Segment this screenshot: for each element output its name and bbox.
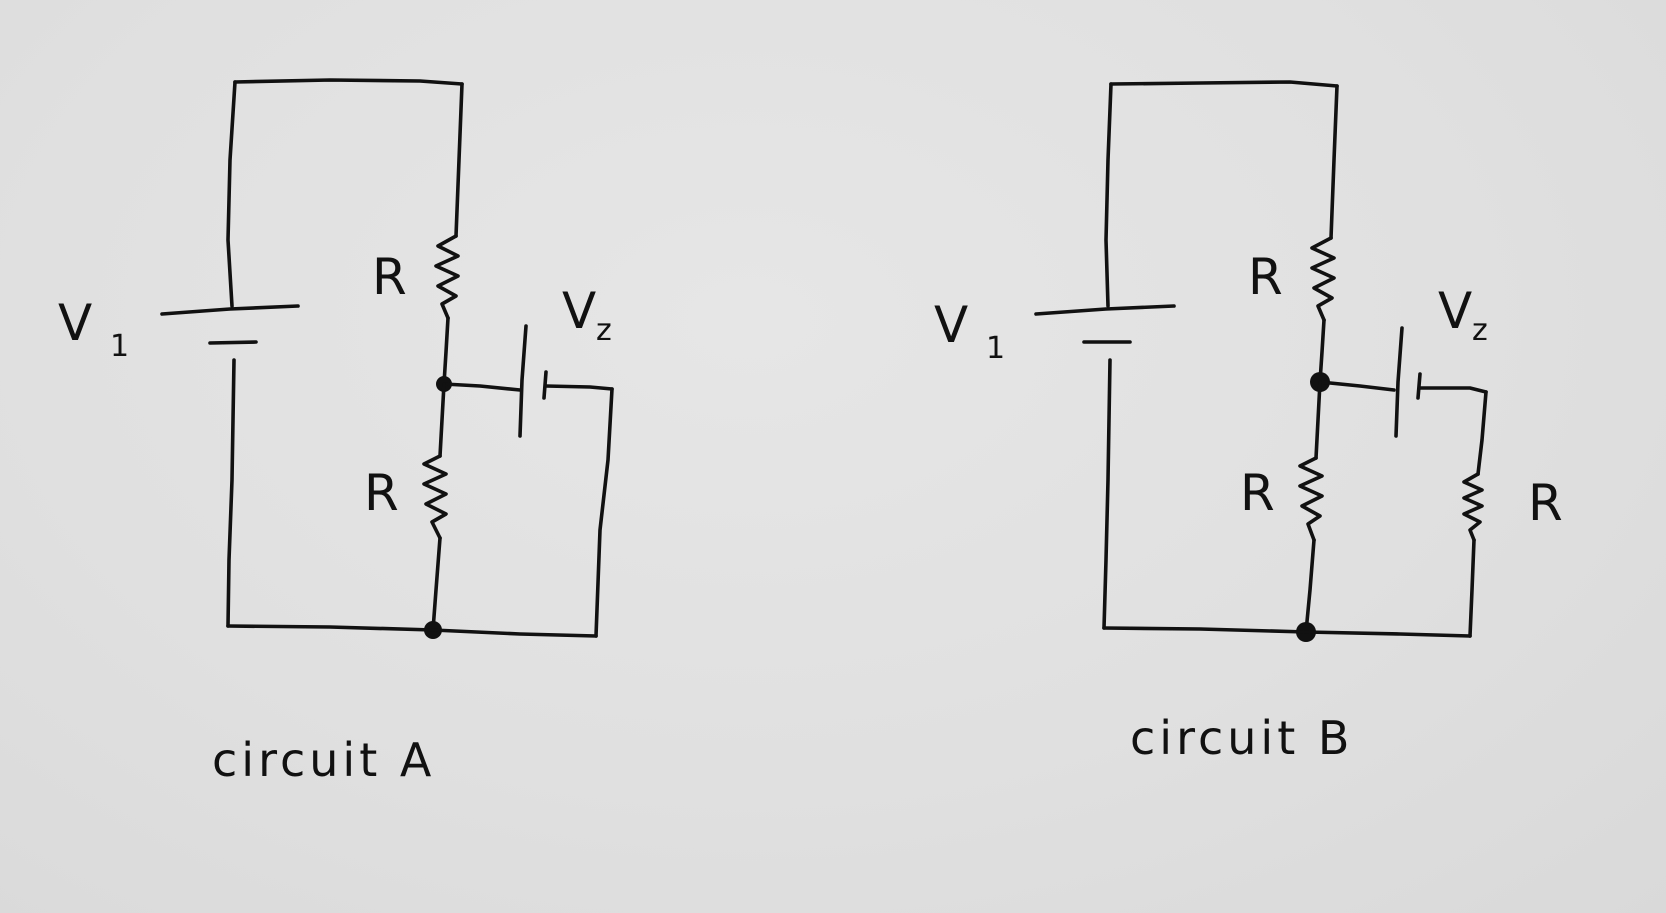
circuit-b-right-branch-upper [1476,390,1488,476]
circuit-b-resistor-bottom [1298,456,1324,542]
circuit-b-resistor-top [1310,236,1336,322]
circuit-b-r-bottom-label: R [1240,464,1275,522]
circuit-b-left-wire-upper [1104,82,1113,308]
circuit-a-r-top-label: R [372,248,407,306]
circuit-a-top-wire [233,78,464,86]
circuit-a-right-branch [594,387,614,638]
circuit-b-top-wire [1109,80,1339,88]
circuit-a-wire-vz-right [544,384,614,391]
circuit-b-resistor-load [1462,472,1484,542]
circuit-a-wire-node-down [438,382,446,458]
circuit-b-wire-node-down [1314,380,1322,460]
circuit-a-wire-node-to-vz [442,382,522,392]
circuit-b-vz-subscript: z [1472,313,1488,348]
circuit-a-v1-subscript: 1 [110,329,129,364]
circuit-a: V 1 V z R R circuit A [58,78,614,787]
circuit-b-right-wire-upper [1329,84,1339,240]
circuit-a-caption: circuit A [212,733,435,787]
circuit-b-v1-label: V [934,296,968,354]
circuit-a-v1-label: V [58,294,92,352]
circuit-b-bottom-wire [1102,626,1472,638]
circuit-b-vz-long-plate [1394,326,1404,438]
circuit-b-wire-vz-right [1418,386,1488,394]
circuit-a-wire-to-bottom-node [431,536,442,632]
circuit-a-wire-to-node [442,316,450,386]
circuit-b-wire-to-bottom-node [1304,538,1316,634]
circuit-a-resistor-bottom [422,454,448,540]
circuit-b-r-load-label: R [1528,474,1563,532]
circuit-a-bottom-wire [226,624,598,638]
circuit-a-vz-label: V [562,282,596,340]
circuit-b-wire-node-to-vz [1318,380,1396,392]
circuit-a-r-bottom-label: R [364,464,399,522]
circuit-a-vz-long-plate [518,324,528,438]
circuit-b-caption: circuit B [1130,711,1353,765]
circuit-a-battery-long-plate [160,304,300,316]
circuit-a-right-wire-upper [454,82,464,238]
circuit-b-v1-subscript: 1 [986,331,1005,366]
circuit-b-right-branch-lower [1468,538,1476,638]
circuit-a-resistor-top [434,234,460,320]
circuit-b-vz-label: V [1438,282,1472,340]
circuit-a-battery-short-plate [208,340,258,345]
circuit-b-wire-to-node [1318,318,1326,384]
circuit-a-left-wire-lower [226,358,236,628]
circuit-b-vz-short-plate [1416,372,1422,400]
circuit-b: V 1 V z R R R circuit B [934,80,1563,765]
circuit-a-vz-subscript: z [596,313,612,348]
circuit-a-left-wire-upper [226,80,237,308]
circuit-b-r-top-label: R [1248,248,1283,306]
circuit-b-left-wire-lower [1102,358,1112,630]
circuit-b-battery-long-plate [1034,304,1176,316]
